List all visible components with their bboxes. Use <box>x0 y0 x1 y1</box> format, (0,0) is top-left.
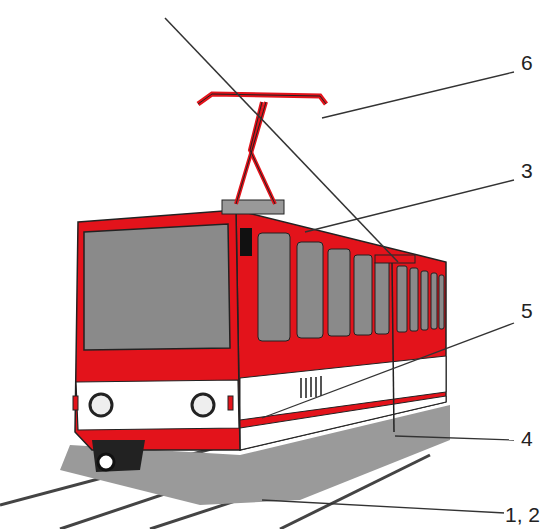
callout-number: 1, 2 <box>504 504 541 525</box>
overhead-wire <box>165 18 398 262</box>
coupler-ring <box>98 454 114 470</box>
side-grille <box>300 376 322 398</box>
callout-number: 4 <box>520 428 534 449</box>
tail-light <box>73 396 78 410</box>
coupler <box>92 440 145 472</box>
leader-lines <box>262 72 514 513</box>
callout-number: 3 <box>520 160 534 181</box>
pantograph <box>198 94 415 263</box>
headlight <box>90 394 112 416</box>
callout-number: 6 <box>520 52 534 73</box>
side-windows <box>258 233 444 341</box>
tram-side <box>236 210 446 450</box>
tail-light <box>228 396 233 410</box>
headlight <box>192 394 214 416</box>
side-skirt <box>240 396 446 450</box>
destination-window <box>240 228 252 256</box>
tram-front <box>75 210 240 450</box>
front-window <box>84 224 230 350</box>
callout-number: 5 <box>520 300 534 321</box>
articulation-joint <box>392 262 394 432</box>
front-white-band <box>76 380 239 430</box>
